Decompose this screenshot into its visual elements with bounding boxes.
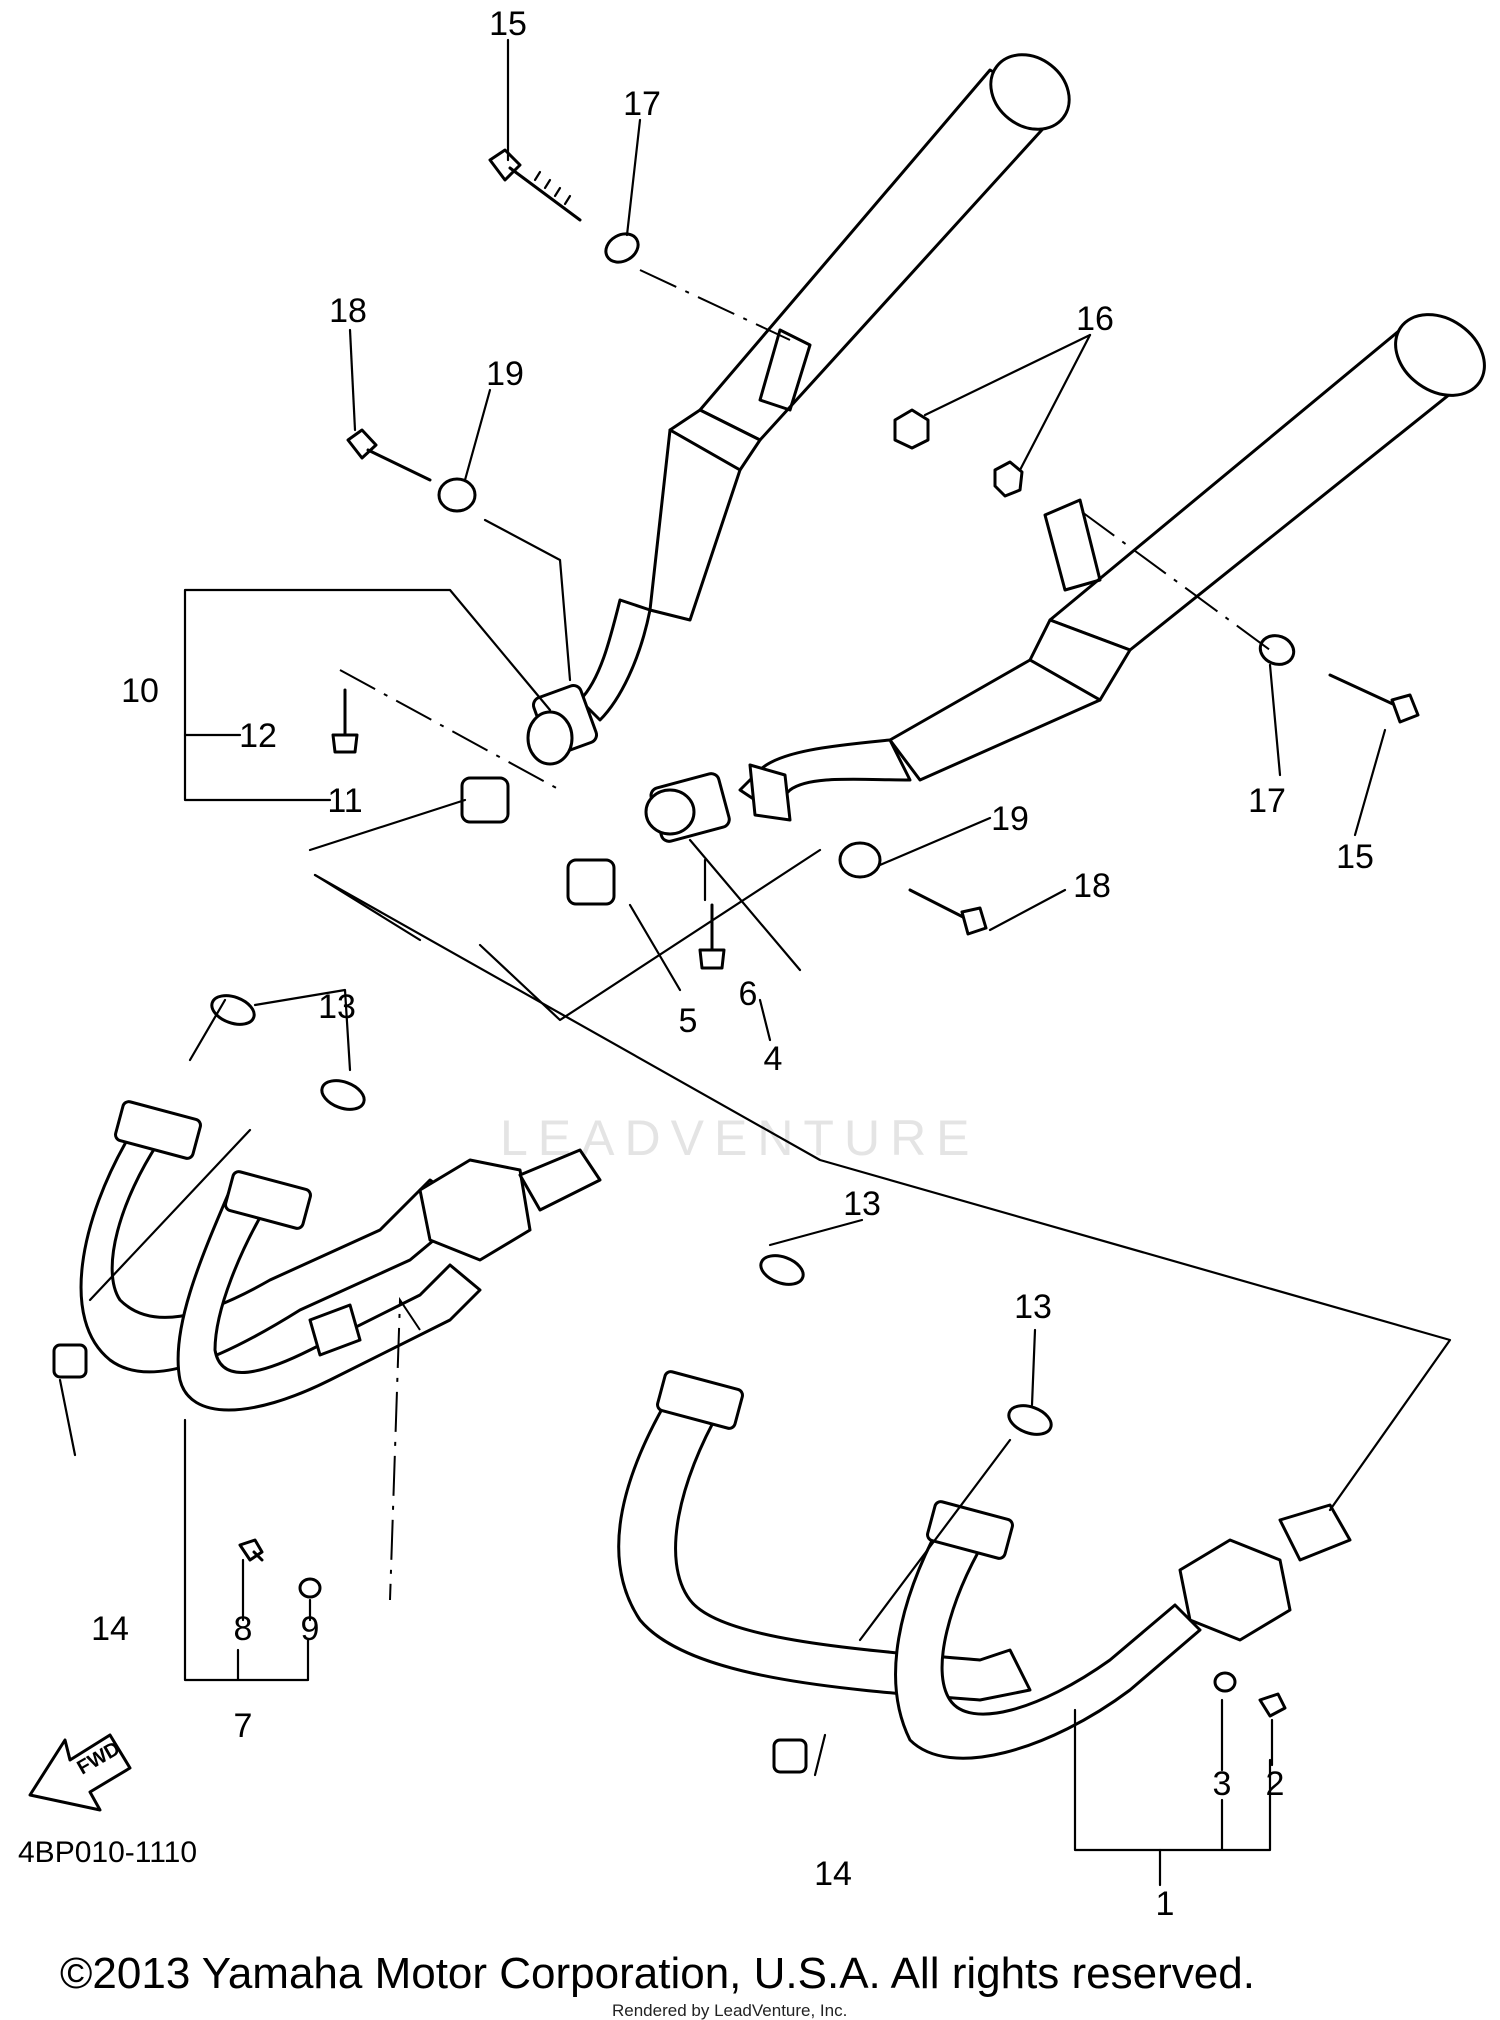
- label-12: 12: [239, 717, 277, 755]
- diagram-code: 4BP010-1110: [18, 1836, 197, 1869]
- label-13-right-b: 13: [1014, 1288, 1052, 1326]
- label-4: 4: [764, 1040, 783, 1078]
- label-13-left: 13: [318, 988, 356, 1026]
- label-13-right-a: 13: [843, 1185, 881, 1223]
- collar-14-right: [772, 1738, 808, 1774]
- assembly-lines: [308, 269, 1452, 1601]
- bolt-15-left: [488, 148, 582, 222]
- label-11: 11: [327, 782, 362, 820]
- nut-16-a: [893, 408, 930, 450]
- label-14-right: 14: [814, 1855, 852, 1893]
- bolt-8: [238, 1538, 264, 1562]
- label-16: 16: [1076, 300, 1114, 338]
- bolt-6: [698, 903, 726, 970]
- bolt-18-right: [908, 888, 988, 936]
- washer-17-left: [604, 232, 640, 264]
- grommet-19-left: [437, 477, 477, 513]
- leader-lines: [58, 38, 1387, 1887]
- exhaust-pipe-7: [79, 1100, 602, 1412]
- label-2: 2: [1266, 1765, 1285, 1803]
- fwd-arrow-icon: FWD: [28, 1733, 132, 1812]
- label-10: 10: [121, 672, 159, 710]
- part-number-labels: 15 17 16 18 19 10 12 11 17 15 19 18 6 5 …: [91, 5, 1374, 1923]
- label-17-left: 17: [623, 85, 661, 123]
- bolt-18-left: [346, 428, 432, 482]
- label-7: 7: [234, 1707, 253, 1745]
- washer-17-right: [1258, 634, 1296, 666]
- label-9: 9: [301, 1610, 320, 1648]
- gasket-13-left-a: [210, 994, 256, 1026]
- nut-16-b: [993, 460, 1024, 498]
- gasket-11: [460, 776, 510, 824]
- collar-14-left: [52, 1343, 88, 1379]
- muffler-right: [738, 313, 1486, 812]
- exhaust-clamp-right: [644, 763, 792, 843]
- label-18-left: 18: [329, 292, 367, 330]
- bolt-12: [331, 688, 359, 754]
- label-19-left: 19: [486, 355, 524, 393]
- label-3: 3: [1213, 1765, 1232, 1803]
- grommet-19-right: [838, 841, 882, 879]
- copyright-text: ©2013 Yamaha Motor Corporation, U.S.A. A…: [60, 1949, 1255, 1998]
- label-15-right: 15: [1336, 838, 1374, 876]
- label-14-left: 14: [91, 1610, 129, 1648]
- rendered-by-text: Rendered by LeadVenture, Inc.: [612, 2001, 847, 2020]
- label-5: 5: [679, 1002, 698, 1040]
- nut-3: [1213, 1671, 1237, 1693]
- label-8: 8: [234, 1610, 253, 1648]
- gasket-13-left-b: [320, 1079, 366, 1111]
- bolt-2: [1258, 1692, 1287, 1718]
- label-6: 6: [739, 975, 758, 1013]
- bolt-15-right: [1328, 673, 1420, 724]
- label-15-left: 15: [489, 5, 527, 43]
- gasket-13-right-b: [1007, 1404, 1053, 1436]
- muffler-left: [578, 53, 1071, 722]
- exhaust-clamp-left: [526, 684, 598, 766]
- label-19-right: 19: [991, 800, 1029, 838]
- label-17-right: 17: [1248, 782, 1286, 820]
- nut-9: [298, 1577, 322, 1599]
- gasket-5: [566, 858, 616, 906]
- gasket-13-right-a: [759, 1254, 805, 1286]
- exhaust-pipe-1: [617, 1370, 1352, 1760]
- label-1: 1: [1156, 1885, 1175, 1923]
- label-18-right: 18: [1073, 867, 1111, 905]
